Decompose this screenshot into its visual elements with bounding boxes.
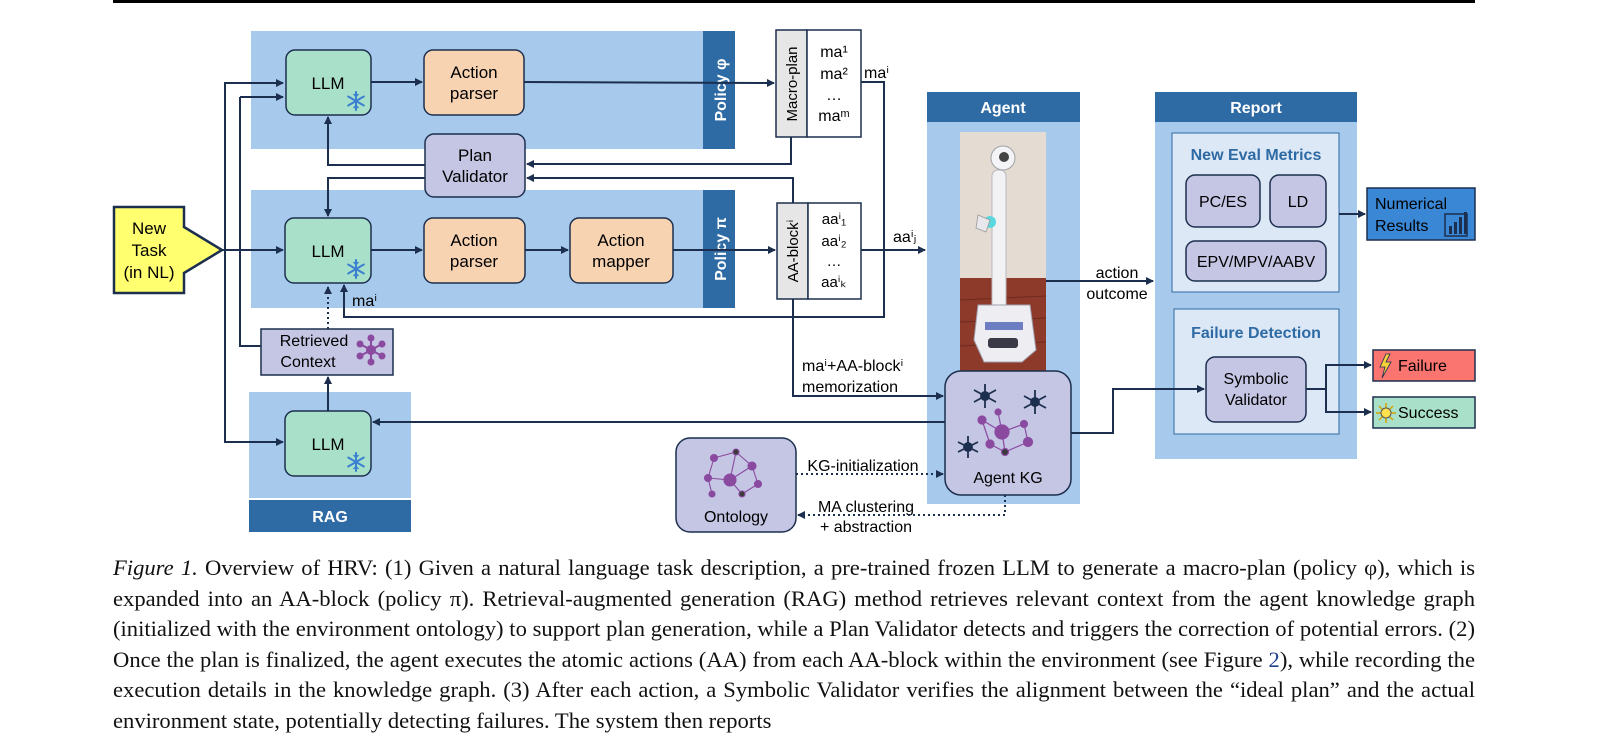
agent-kg: Agent KG [944,370,1072,496]
svg-text:LD: LD [1288,194,1308,211]
svg-text:Results: Results [1375,218,1428,235]
retrieved-context: Retrieved Context [260,328,394,376]
lightning-icon [1379,353,1392,379]
llm-box-rag: LLM [284,410,372,477]
ma-i-label-top: maⁱ [864,65,889,82]
llm-box-phi: LLM [285,49,372,116]
new-task: New Task (in NL) [112,205,225,295]
network-icon [957,384,1047,458]
failure-box: Failure [1372,349,1476,382]
svg-text:Success: Success [1398,405,1458,422]
svg-text:LLM: LLM [311,74,344,93]
svg-text:…: … [826,87,842,104]
svg-text:mapper: mapper [592,252,650,271]
svg-text:Action: Action [597,231,644,250]
svg-text:Validator: Validator [1225,392,1288,409]
kg-initialization-label: KG-initialization [807,458,918,475]
connectors [222,78,1372,446]
svg-text:AA-blockⁱ: AA-blockⁱ [785,220,802,283]
network-icon [977,408,1034,457]
svg-text:maᵐ: maᵐ [818,108,849,125]
report-label: Report [1230,100,1282,117]
memorization-label-2: memorization [802,379,898,396]
robot-image [959,132,1047,372]
numerical-results: Numerical Results [1366,187,1476,241]
failure-detection-title: Failure Detection [1191,325,1321,342]
metric-epv-mpv-aabv: EPV/MPV/AABV [1185,240,1327,282]
rag-label: RAG [312,509,348,526]
svg-text:aaⁱ₂: aaⁱ₂ [821,233,846,250]
agent-label: Agent [980,100,1026,117]
svg-text:Action: Action [450,63,497,82]
svg-text:New: New [132,219,167,238]
svg-text:parser: parser [450,84,499,103]
metric-pc-es: PC/ES [1185,174,1261,228]
svg-text:LLM: LLM [311,242,344,261]
svg-text:Symbolic: Symbolic [1224,371,1289,388]
figure-ref-link[interactable]: 2 [1268,646,1280,672]
action-parser-phi: Action parser [423,49,525,116]
hrv-diagram: Policy φ Policy π RAG LLM LLM LLM Action… [112,0,1476,536]
svg-text:ma¹: ma¹ [820,44,848,61]
svg-text:Context: Context [280,354,336,371]
svg-text:Task: Task [132,241,167,260]
dotted-connectors [324,286,1006,519]
policy-phi-label: Policy φ [713,58,730,121]
svg-text:EPV/MPV/AABV: EPV/MPV/AABV [1197,254,1316,271]
action-parser-pi: Action parser [423,217,526,284]
llm-box-pi: LLM [284,217,372,284]
ma-i-label-bottom: maⁱ [352,293,377,310]
svg-text:Action: Action [450,231,497,250]
ma-clustering-label-1: MA clustering [818,499,914,516]
svg-text:PC/ES: PC/ES [1199,194,1247,211]
caption-label: Figure 1. [113,555,198,580]
svg-text:…: … [827,253,842,270]
ontology: Ontology [675,437,797,533]
plan-validator: Plan Validator [424,133,526,198]
agent-panel: Agent [927,92,1080,504]
network-icon [356,334,386,366]
bar-chart-icon [1444,212,1468,237]
figure-caption: Figure 1. Overview of HRV: (1) Given a n… [113,553,1475,737]
report-panel: Report New Eval Metrics PC/ES LD EPV/MPV… [1155,92,1357,459]
ma-clustering-label-2: + abstraction [820,519,912,536]
svg-text:Macro-plan: Macro-plan [784,46,801,121]
svg-text:ma²: ma² [820,66,848,83]
macro-plan: Macro-plan ma¹ ma² … maᵐ [775,29,862,138]
memorization-label-1: maⁱ+AA-blockⁱ [802,358,903,375]
action-mapper: Action mapper [569,217,674,284]
success-box: Success [1372,396,1476,429]
svg-text:Plan: Plan [458,146,492,165]
caption-text-1: Overview of HRV: (1) Given a natural lan… [113,555,1476,672]
svg-text:Failure: Failure [1398,358,1447,375]
svg-text:Agent KG: Agent KG [973,470,1042,487]
aa-block: AA-blockⁱ aaⁱ₁ aaⁱ₂ … aaⁱₖ [776,202,862,300]
svg-text:parser: parser [450,252,499,271]
new-eval-metrics-title: New Eval Metrics [1191,147,1322,164]
symbolic-validator: Symbolic Validator [1205,356,1307,423]
aa-j-label: aaⁱⱼ [893,229,916,246]
svg-text:Numerical: Numerical [1375,196,1447,213]
svg-text:Retrieved: Retrieved [280,333,348,350]
svg-text:aaⁱₖ: aaⁱₖ [821,274,847,291]
network-icon [703,448,763,498]
svg-text:Validator: Validator [442,167,508,186]
metric-ld: LD [1269,174,1327,228]
svg-text:Ontology: Ontology [704,509,768,526]
sun-icon [1376,403,1396,423]
svg-text:aaⁱ₁: aaⁱ₁ [822,211,846,228]
action-label: action [1096,265,1139,282]
svg-text:LLM: LLM [311,435,344,454]
svg-text:(in NL): (in NL) [123,263,174,282]
outcome-label: outcome [1086,286,1147,303]
